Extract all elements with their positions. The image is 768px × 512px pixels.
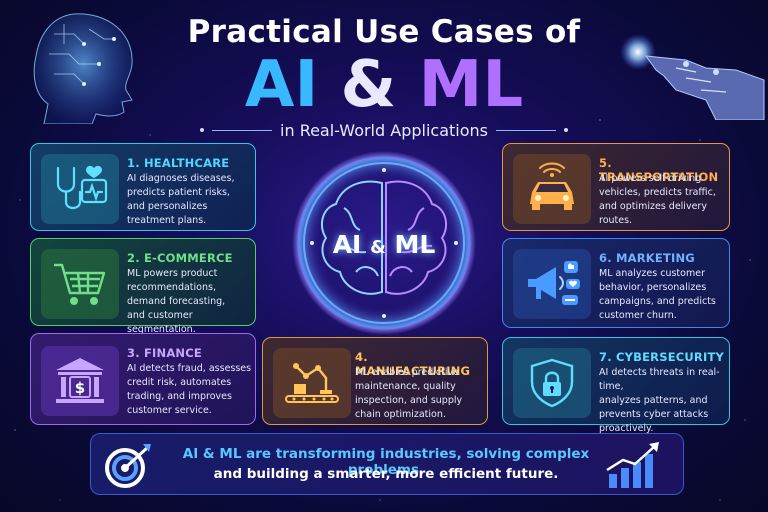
- growth-chart-icon: [606, 442, 659, 488]
- card-heading: 1. HEALTHCARE: [127, 156, 230, 170]
- human-head-circuit-illustration: [33, 13, 133, 124]
- shield-lock-icon: [513, 348, 591, 418]
- center-brain-graphic: AI & ML: [284, 148, 484, 338]
- page-title: Practical Use Cases of: [187, 14, 581, 50]
- robot-hand-illustration: [620, 34, 765, 120]
- title-ampersand: &: [340, 48, 397, 122]
- card-ecommerce: 2. E-COMMERCE ML powers product recommen…: [30, 238, 256, 335]
- subtitle-rule-left: [212, 129, 273, 131]
- card-finance: $ 3. FINANCE AI detects fraud, assesses …: [30, 333, 256, 425]
- card-heading: 5. TRANSPORTATION: [599, 156, 719, 184]
- banner-line-2: and building a smarter, more efficient f…: [213, 466, 559, 482]
- card-cybersecurity: 7. CYBERSECURITY AI detects threats in r…: [502, 337, 730, 434]
- bank-icon: $: [41, 346, 119, 416]
- center-label: AI & ML: [284, 230, 484, 259]
- svg-text:$: $: [75, 379, 85, 397]
- subtitle-row: in Real-World Applications: [0, 119, 768, 141]
- target-icon: [105, 444, 151, 488]
- card-description: AI detects threats in real-time, analyze…: [599, 367, 720, 434]
- banner-line-1: AI & ML are transforming industries, sol…: [182, 446, 590, 478]
- card-marketing: 6. MARKETING ML analyzes customer behavi…: [502, 238, 730, 328]
- conclusion-banner: AI & ML are transforming industries, sol…: [90, 433, 684, 495]
- center-ampersand: &: [370, 237, 386, 258]
- title-ml: ML: [418, 48, 524, 122]
- car-icon: [513, 154, 591, 224]
- subtitle: in Real-World Applications: [280, 120, 488, 140]
- card-heading: 7. CYBERSECURITY: [599, 350, 725, 364]
- card-description: AI powers self-driving vehicles, predict…: [599, 173, 716, 226]
- card-heading: 4. MANUFACTURING: [355, 350, 471, 378]
- subtitle-dot-left: [200, 128, 205, 132]
- page-title-highlight: AI & ML: [0, 50, 768, 120]
- card-heading: 6. MARKETING: [599, 251, 695, 265]
- card-description: AI detects fraud, assesses credit risk, …: [127, 363, 252, 416]
- card-manufacturing: 4. MANUFACTURING ML enables predictive m…: [262, 337, 488, 425]
- card-healthcare: 1. HEALTHCARE AI diagnoses diseases, pre…: [30, 143, 256, 231]
- card-description: ML enables predictive maintenance, quali…: [355, 367, 463, 420]
- robot-arm-icon: [273, 348, 351, 418]
- subtitle-dot-right: [563, 128, 568, 132]
- title-ai: AI: [244, 48, 319, 122]
- card-description: AI diagnoses diseases, predicts patient …: [127, 173, 235, 226]
- card-heading: 3. FINANCE: [127, 346, 202, 360]
- card-description: ML analyzes customer behavior, personali…: [599, 268, 716, 321]
- card-transportation: 5. TRANSPORTATION AI powers self-driving…: [502, 143, 730, 231]
- card-description: ML powers product recommendations, deman…: [127, 268, 226, 335]
- stethoscope-icon: [41, 154, 119, 224]
- megaphone-icon: [513, 249, 591, 319]
- shopping-cart-icon: [41, 249, 119, 319]
- card-heading: 2. E-COMMERCE: [127, 251, 233, 265]
- brain-icon: [292, 151, 476, 335]
- subtitle-rule-right: [495, 129, 556, 131]
- center-ml: ML: [394, 230, 436, 259]
- center-ai: AI: [332, 230, 362, 259]
